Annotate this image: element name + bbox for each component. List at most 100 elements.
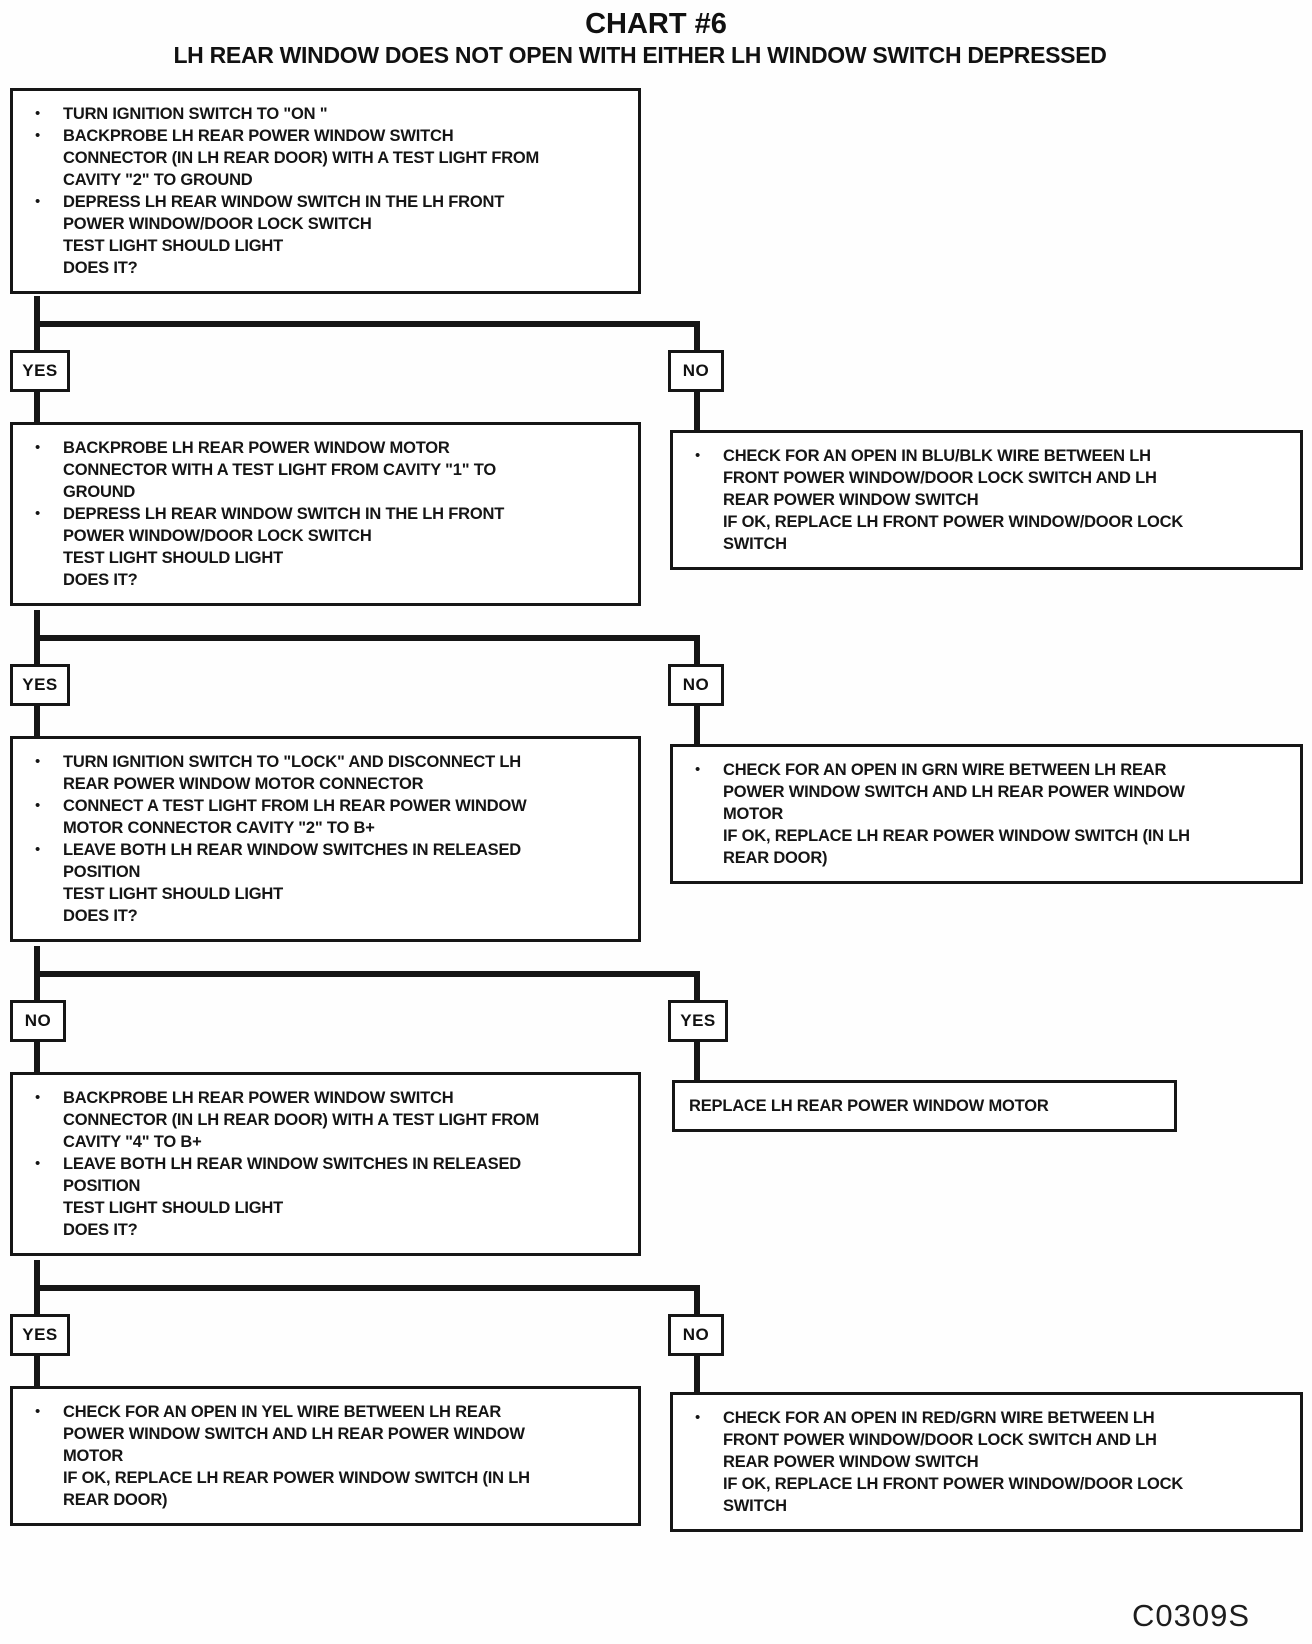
line-indent [27,905,63,927]
connector-line [694,1042,700,1080]
line-indent [687,825,723,847]
decision-2-left-label: YES [10,664,70,706]
step-text: POWER WINDOW/DOOR LOCK SWITCH [63,527,372,545]
step-text: REPLACE LH REAR POWER WINDOW MOTOR [689,1097,1049,1115]
connector-line [34,1291,40,1314]
line-indent [687,1451,723,1473]
result-box-blu-blk-wire: •CHECK FOR AN OPEN IN BLU/BLK WIRE BETWE… [670,430,1303,570]
line-indent [27,235,63,257]
step-text: REAR POWER WINDOW SWITCH [723,491,979,509]
line-indent [687,1495,723,1517]
step-text: MOTOR [63,1447,124,1465]
bullet-icon: • [35,1089,41,1106]
decision-1-left-label: YES [10,350,70,392]
line-indent [27,817,63,839]
result-box-yel-wire: • CHECK FOR AN OPEN IN YEL WIRE BETWEEN L… [10,1386,641,1526]
connector-line [34,706,40,736]
line-indent [687,467,723,489]
step-line: GROUND [27,481,624,503]
connector-line [694,706,700,744]
line-indent [27,569,63,591]
step-line: CAVITY "2" TO GROUND [27,169,624,191]
step-text: POSITION [63,1177,141,1195]
step-line: SWITCH [687,533,1286,555]
step-text: REAR POWER WINDOW MOTOR CONNECTOR [63,775,424,793]
decision-4-right-label: NO [668,1314,724,1356]
step-line: FRONT POWER WINDOW/DOOR LOCK SWITCH AND … [687,467,1286,489]
line-indent [687,803,723,825]
bullet-icon: • [695,761,701,778]
step-line: •CHECK FOR AN OPEN IN GRN WIRE BETWEEN L… [687,759,1286,781]
step-text: CAVITY "4" TO B+ [63,1133,202,1151]
step-text: IF OK, REPLACE LH FRONT POWER WINDOW/DOO… [723,1475,1184,1493]
bullet-icon: • [35,505,41,522]
line-indent [27,257,63,279]
connector-line [34,977,40,1000]
step-line: POWER WINDOW/DOOR LOCK SWITCH [27,213,624,235]
result-box-red-grn-wire: • CHECK FOR AN OPEN IN RED/GRN WIRE BETWE… [670,1392,1303,1532]
line-indent [687,1473,723,1495]
step-text: DOES IT? [63,259,138,277]
step-line: REAR POWER WINDOW MOTOR CONNECTOR [27,773,624,795]
step-text: FRONT POWER WINDOW/DOOR LOCK SWITCH AND … [723,469,1157,487]
line-indent [687,1429,723,1451]
step-text: POWER WINDOW SWITCH AND LH REAR POWER WI… [63,1425,525,1443]
step-line: REAR DOOR) [687,847,1286,869]
step-line: POSITION [27,1175,624,1197]
line-indent [27,861,63,883]
line-indent [27,525,63,547]
connector-line [34,641,40,664]
step-line: POSITION [27,861,624,883]
step-line: DOES IT? [27,569,624,591]
step-line: MOTOR CONNECTOR CAVITY "2" TO B+ [27,817,624,839]
step-line: CONNECTOR WITH A TEST LIGHT FROM CAVITY … [27,459,624,481]
step-text: CHECK FOR AN OPEN IN RED/GRN WIRE BETWEE… [723,1409,1155,1427]
step-text: POWER WINDOW SWITCH AND LH REAR POWER WI… [723,783,1185,801]
connector-line [34,1285,700,1291]
step-line: TEST LIGHT SHOULD LIGHT [27,1197,624,1219]
step-box-start: •TURN IGNITION SWITCH TO "ON "•BACKPROBE… [10,88,641,294]
bullet-icon: • [695,1409,701,1426]
step-line: •CHECK FOR AN OPEN IN BLU/BLK WIRE BETWE… [687,445,1286,467]
connector-line [34,1356,40,1386]
connector-line [34,971,700,977]
step-line: •DEPRESS LH REAR WINDOW SWITCH IN THE LH… [27,191,624,213]
connector-line [34,1260,40,1290]
step-line: •BACKPROBE LH REAR POWER WINDOW SWITCH [27,125,624,147]
line-indent [27,459,63,481]
step-line: REAR DOOR) [27,1489,624,1511]
step-line: CONNECTOR (IN LH REAR DOOR) WITH A TEST … [27,147,624,169]
figure-code: C0309S [1131,1598,1250,1633]
line-indent [687,781,723,803]
line-indent [27,1131,63,1153]
line-indent [27,547,63,569]
step-text: IF OK, REPLACE LH REAR POWER WINDOW SWIT… [723,827,1190,845]
step-text: FRONT POWER WINDOW/DOOR LOCK SWITCH AND … [723,1431,1157,1449]
bullet-icon: • [35,797,41,814]
step-line: FRONT POWER WINDOW/DOOR LOCK SWITCH AND … [687,1429,1286,1451]
step-box-ignition-lock: •TURN IGNITION SWITCH TO "LOCK" AND DISC… [10,736,641,942]
step-text: TEST LIGHT SHOULD LIGHT [63,237,283,255]
step-line: DOES IT? [27,1219,624,1241]
step-text: CONNECTOR (IN LH REAR DOOR) WITH A TEST … [63,1111,540,1129]
connector-line [34,327,40,350]
bullet-icon: • [35,1403,41,1420]
step-text: BACKPROBE LH REAR POWER WINDOW SWITCH [63,1089,454,1107]
decision-3-left-label: NO [10,1000,66,1042]
connector-line [34,1042,40,1072]
step-text: CHECK FOR AN OPEN IN YEL WIRE BETWEEN LH… [63,1403,502,1421]
step-text: SWITCH [723,535,787,553]
line-indent [27,1109,63,1131]
line-indent [27,1423,63,1445]
line-indent [27,883,63,905]
step-text: DOES IT? [63,907,138,925]
step-line: IF OK, REPLACE LH REAR POWER WINDOW SWIT… [687,825,1286,847]
step-line: •CONNECT A TEST LIGHT FROM LH REAR POWER… [27,795,624,817]
step-line: • CHECK FOR AN OPEN IN YEL WIRE BETWEEN L… [27,1401,624,1423]
step-line: POWER WINDOW SWITCH AND LH REAR POWER WI… [687,781,1286,803]
bullet-icon: • [35,193,41,210]
step-line: REPLACE LH REAR POWER WINDOW MOTOR [689,1095,1160,1117]
step-text: IF OK, REPLACE LH REAR POWER WINDOW SWIT… [63,1469,530,1487]
step-text: TEST LIGHT SHOULD LIGHT [63,549,283,567]
step-text: POSITION [63,863,141,881]
